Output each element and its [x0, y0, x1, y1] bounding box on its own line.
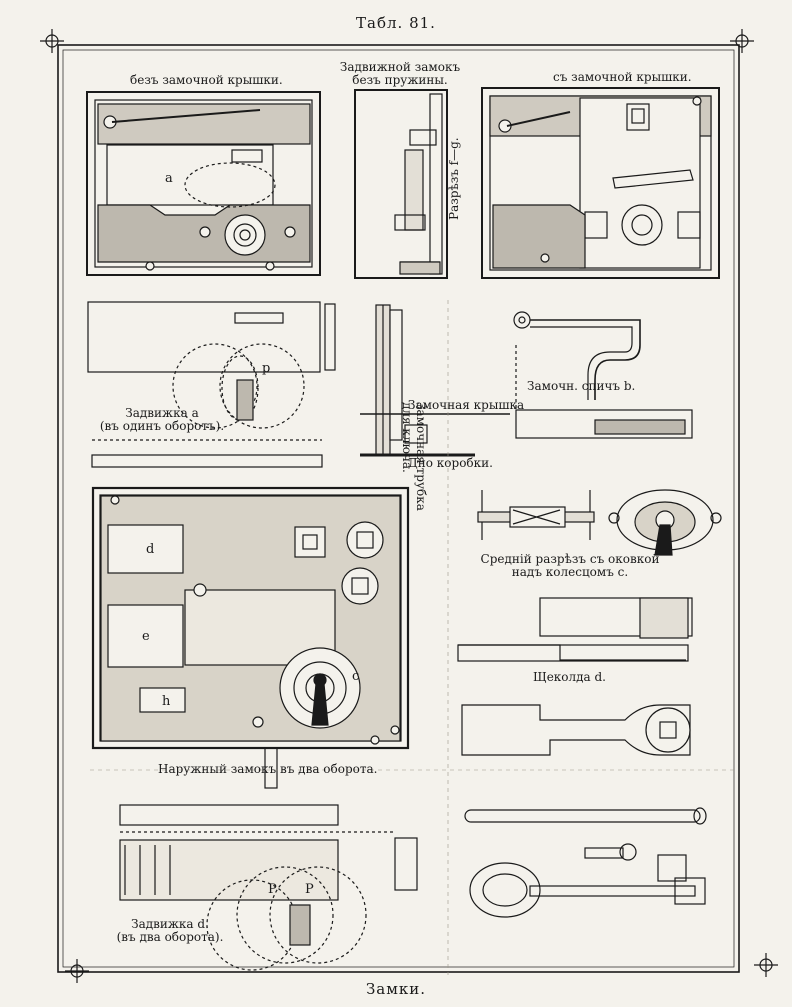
letter-a: a [165, 171, 173, 186]
caption-section-fg: Разрѣзъ f—g. [447, 137, 461, 220]
letter-P1: P [268, 882, 277, 897]
figure-outer-lock [91, 486, 410, 789]
caption-outer-lock: Наружный замокъ въ два оборота. [158, 762, 378, 776]
caption-middle-section-1: Средній разрѣзъ съ оковкой [480, 552, 660, 566]
letter-d: d [146, 542, 154, 557]
letter-p: p [262, 361, 270, 376]
caption-bolt-d-2: (въ два оборота). [116, 930, 224, 944]
figure-lock-without-cover [86, 91, 321, 276]
caption-bolt-a-2: (въ одинъ оборотъ). [99, 419, 225, 433]
caption-latch-d: Щеколда d. [533, 670, 606, 684]
figure-latch-d [457, 597, 693, 756]
corner-ornaments [40, 29, 778, 983]
figure-keys [464, 807, 707, 918]
caption-bolt-d-1: Задвижка d. [131, 917, 209, 931]
caption-middle-section-2: надъ колесцомъ с. [511, 565, 629, 579]
ghost-guides [90, 300, 735, 975]
caption-sliding-lock-1: Задвижной замокъ [339, 60, 461, 74]
plate-footer: Замки. [365, 980, 427, 998]
caption-lock-without-cover: безъ замочной крышки. [130, 73, 283, 87]
figure-sliding-lock [354, 89, 448, 279]
caption-bolt-a-1: Задвижка а [125, 406, 199, 420]
plate-title: Табл. 81. [356, 14, 436, 32]
figure-key-tube [360, 304, 510, 457]
plate-border-inner [62, 49, 735, 968]
figure-bolt-a [87, 301, 336, 468]
caption-lock-cover: Замочная крышка [408, 398, 525, 412]
letter-c: c [352, 669, 359, 684]
letter-e: e [142, 629, 150, 644]
plate-border [57, 44, 740, 973]
caption-box-bottom: Дно коробки. [408, 456, 493, 470]
caption-sliding-lock-2: безъ пружины. [352, 73, 448, 87]
letter-h: h [162, 694, 171, 709]
letter-P2: P [305, 882, 314, 897]
figure-middle-section [477, 489, 722, 556]
caption-lock-with-cover: съ замочной крышки. [553, 70, 692, 84]
figure-bolt-d [119, 804, 418, 971]
figure-lock-with-cover [481, 87, 720, 279]
figure-lock-spring [513, 311, 693, 439]
caption-lock-spring: Замочн. спичъ b. [527, 379, 636, 393]
